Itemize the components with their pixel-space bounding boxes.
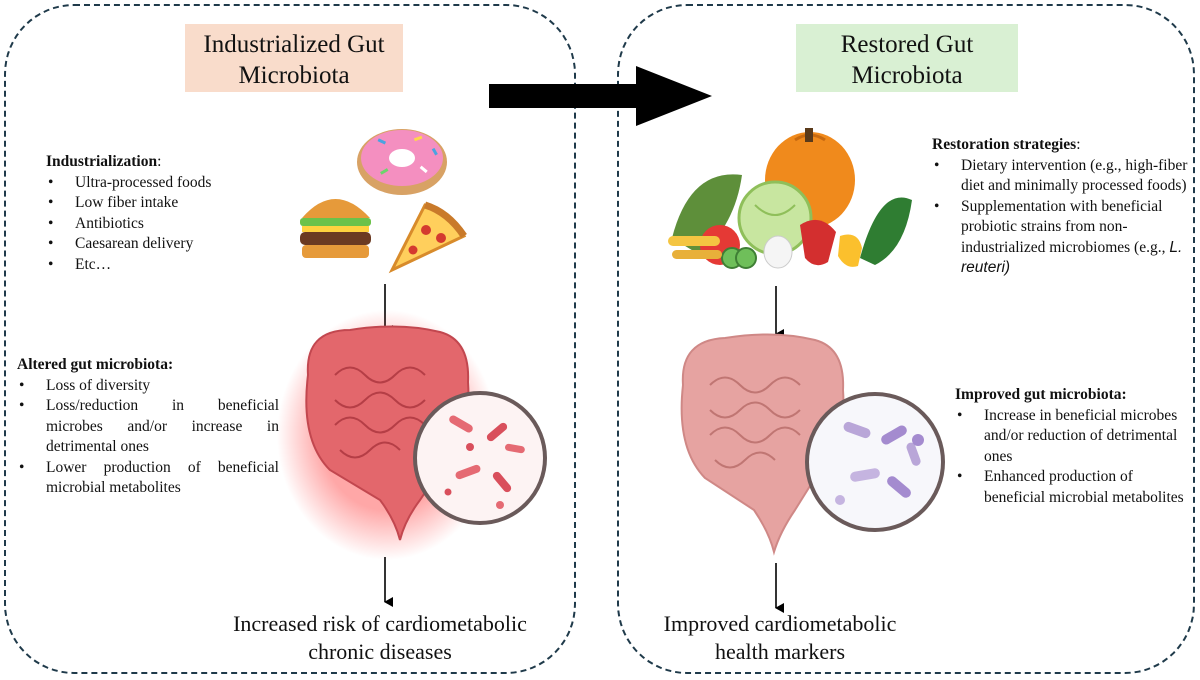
burger-icon — [300, 199, 371, 258]
beneficial-bacteria-magnifier-icon — [805, 392, 945, 532]
strain-name: L. reuteri) — [961, 238, 1183, 277]
altered-heading: Altered gut microbiota: — [17, 356, 174, 373]
detrimental-bacteria-magnifier-icon — [413, 391, 547, 525]
list-item: Supplementation with beneficial probioti… — [932, 197, 1197, 279]
transition-arrow-icon — [489, 66, 712, 126]
restoration-heading: Restoration strategies — [932, 136, 1077, 153]
outcome-improved: Improved cardiometabolic health markers — [663, 611, 897, 664]
list-item: Antibiotics — [46, 214, 296, 235]
list-item: Dietary intervention (e.g., high-fiber d… — [932, 156, 1197, 197]
list-item-text: Supplementation with beneficial probioti… — [961, 197, 1170, 256]
list-item: Ultra-processed foods — [46, 173, 296, 194]
industrialization-heading: Industrialization — [46, 153, 158, 170]
heading-colon: : — [1076, 136, 1081, 153]
list-item: Caesarean delivery — [46, 234, 296, 255]
industrialization-section: Industrialization: Ultra-processed foods… — [46, 152, 296, 275]
list-item: Increase in beneficial microbes and/or r… — [955, 406, 1185, 468]
list-item: Enhanced production of beneficial microb… — [955, 467, 1185, 508]
industrialized-panel — [4, 4, 576, 674]
improved-microbiota-section: Improved gut microbiota: Increase in ben… — [955, 385, 1185, 508]
restored-panel — [617, 4, 1195, 674]
improved-heading: Improved gut microbiota: — [955, 386, 1127, 403]
restored-title: Restored Gut Microbiota — [796, 24, 1018, 92]
altered-microbiota-section: Altered gut microbiota: Loss of diversit… — [17, 355, 279, 499]
list-item: Loss/reduction in beneficial microbes an… — [17, 396, 279, 458]
junk-food-icon — [300, 129, 467, 274]
pizza-icon — [388, 201, 467, 274]
restoration-section: Restoration strategies: Dietary interven… — [932, 135, 1197, 279]
outcome-risk: Increased risk of cardiometabolic chroni… — [233, 611, 527, 664]
list-item: Loss of diversity — [17, 376, 279, 397]
donut-icon — [357, 129, 447, 195]
vegetables-icon — [668, 128, 912, 269]
heading-colon: : — [157, 153, 162, 170]
industrialized-title: Industrialized Gut Microbiota — [185, 24, 403, 92]
list-item: Low fiber intake — [46, 193, 296, 214]
list-item: Etc… — [46, 255, 296, 276]
list-item: Lower production of beneficial microbial… — [17, 458, 279, 499]
